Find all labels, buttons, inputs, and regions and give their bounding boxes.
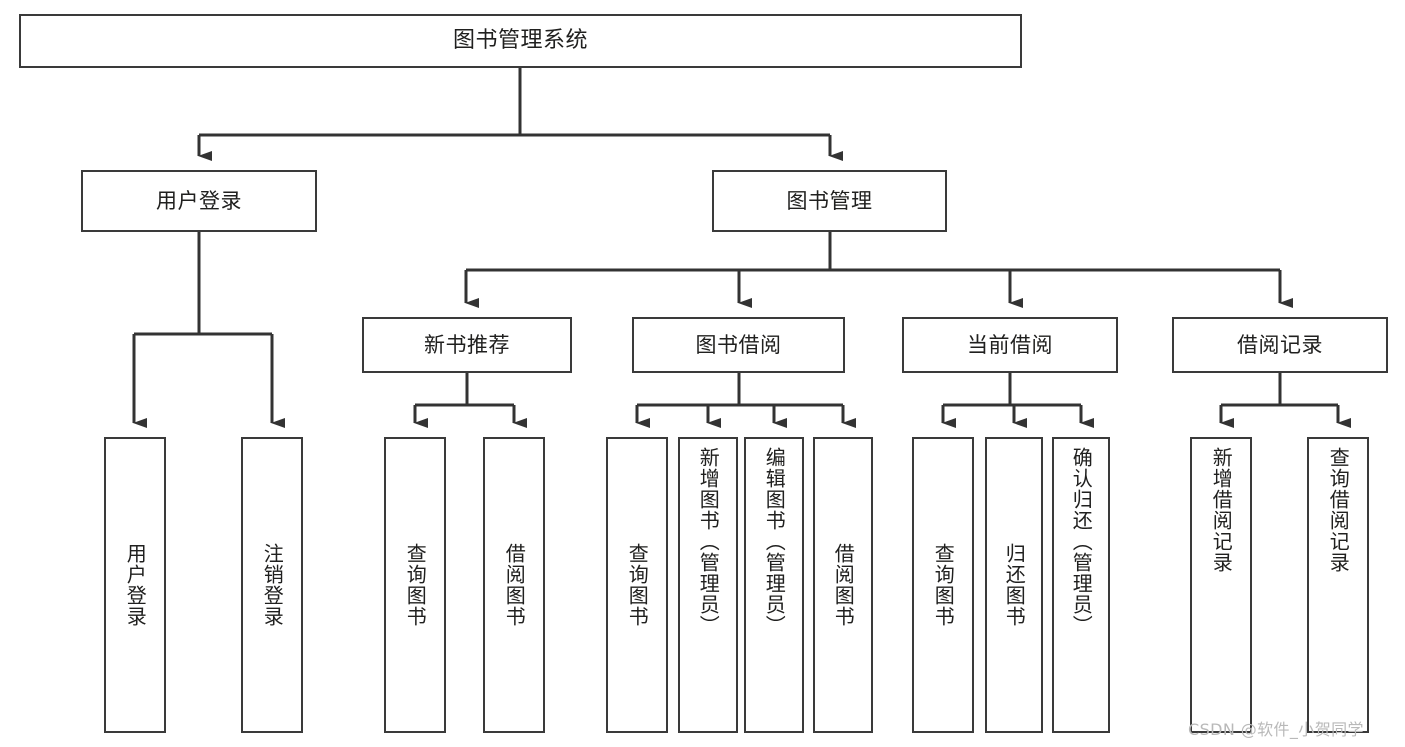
leaf-user-login[interactable]: 用户登录: [104, 437, 166, 733]
leaf-borrow-book-label: 借阅图书: [831, 543, 856, 627]
leaf-return-book[interactable]: 归还图书: [985, 437, 1043, 733]
leaf-query-book-newbook[interactable]: 查询图书: [384, 437, 446, 733]
node-root[interactable]: 图书管理系统: [19, 14, 1022, 68]
leaf-query-book-borrow[interactable]: 查询图书: [606, 437, 668, 733]
leaf-edit-book-admin[interactable]: 编辑图书（管理员）: [744, 437, 804, 733]
node-book-borrow[interactable]: 图书借阅: [632, 317, 845, 373]
leaf-borrow-book[interactable]: 借阅图书: [813, 437, 873, 733]
leaf-query-book-newbook-label: 查询图书: [403, 543, 428, 627]
leaf-edit-book-admin-label: 编辑图书（管理员）: [762, 447, 787, 636]
leaf-borrow-book-newbook-label: 借阅图书: [502, 543, 527, 627]
node-current-borrow[interactable]: 当前借阅: [902, 317, 1118, 373]
node-book-management[interactable]: 图书管理: [712, 170, 947, 232]
node-user-login-label: 用户登录: [156, 188, 242, 213]
leaf-query-borrow-record-label: 查询借阅记录: [1326, 447, 1351, 573]
leaf-user-login-label: 用户登录: [123, 543, 148, 627]
leaf-confirm-return-admin-label: 确认归还（管理员）: [1069, 447, 1094, 636]
node-current-borrow-label: 当前借阅: [967, 332, 1053, 357]
leaf-add-borrow-record-label: 新增借阅记录: [1209, 447, 1234, 573]
leaf-logout[interactable]: 注销登录: [241, 437, 303, 733]
node-book-borrow-label: 图书借阅: [695, 332, 782, 357]
leaf-logout-label: 注销登录: [260, 543, 285, 627]
leaf-query-book-borrow-label: 查询图书: [625, 543, 650, 627]
leaf-query-borrow-record[interactable]: 查询借阅记录: [1307, 437, 1369, 733]
leaf-add-book-admin[interactable]: 新增图书（管理员）: [678, 437, 738, 733]
leaf-add-book-admin-label: 新增图书（管理员）: [696, 447, 721, 636]
node-user-login[interactable]: 用户登录: [81, 170, 317, 232]
leaf-borrow-book-newbook[interactable]: 借阅图书: [483, 437, 545, 733]
node-book-management-label: 图书管理: [786, 188, 873, 213]
leaf-add-borrow-record[interactable]: 新增借阅记录: [1190, 437, 1252, 733]
watermark: CSDN @软件_小贺同学: [1188, 720, 1364, 739]
leaf-query-book-current[interactable]: 查询图书: [912, 437, 974, 733]
node-borrow-record-label: 借阅记录: [1237, 332, 1323, 357]
node-borrow-record[interactable]: 借阅记录: [1172, 317, 1388, 373]
leaf-query-book-current-label: 查询图书: [931, 543, 956, 627]
leaf-confirm-return-admin[interactable]: 确认归还（管理员）: [1052, 437, 1110, 733]
leaf-return-book-label: 归还图书: [1002, 543, 1027, 627]
node-new-book-recommend-label: 新书推荐: [424, 332, 510, 357]
node-new-book-recommend[interactable]: 新书推荐: [362, 317, 572, 373]
node-root-label: 图书管理系统: [452, 28, 588, 54]
